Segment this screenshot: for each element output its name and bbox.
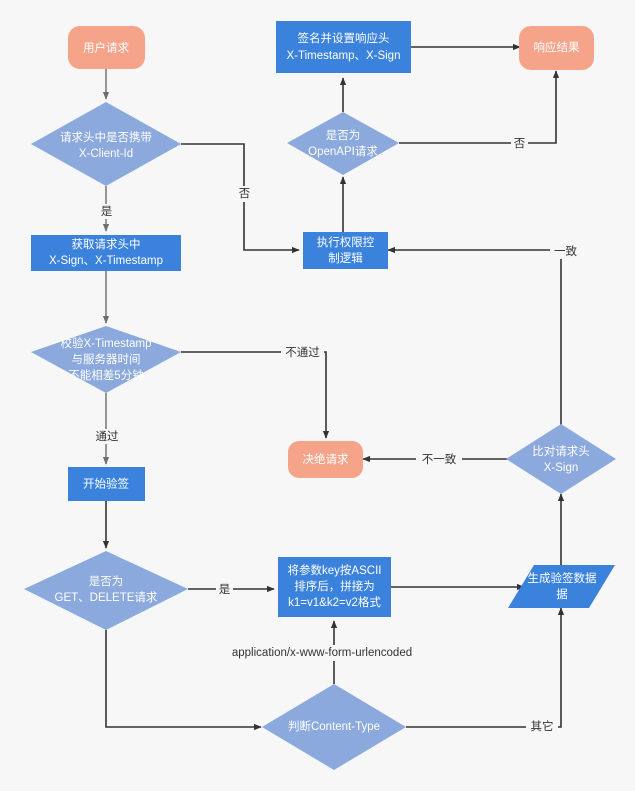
edge-label-timestamp-pass: 通过 — [92, 429, 122, 444]
node-start-verify[interactable]: 开始验签 — [68, 467, 145, 501]
node-sign-response[interactable]: 签名并设置响应头 X-Timestamp、X-Sign — [276, 21, 411, 73]
node-compare-sign-line1: 比对请求头 — [532, 444, 590, 458]
edge-openapi-check-no — [399, 70, 560, 144]
node-verify-timestamp[interactable]: 校验X-Timestamp 与服务器时间 不能相差5分钟 — [31, 326, 181, 393]
node-get-headers-line1: 获取请求头中 — [72, 238, 141, 251]
node-verify-timestamp-line3: 不能相差5分钟 — [68, 368, 143, 382]
node-generate-sign-data[interactable]: 生成验签数据 据 — [508, 565, 615, 608]
edge-label-timestamp-pass-text: 通过 — [96, 430, 119, 443]
node-user-request[interactable]: 用户请求 — [68, 26, 145, 69]
node-method-check-line1: 是否为 — [89, 575, 124, 588]
node-reject-request[interactable]: 决绝请求 — [288, 441, 363, 478]
edge-label-content-type-other: 其它 — [526, 719, 558, 734]
node-user-request-label: 用户请求 — [83, 41, 129, 55]
edge-label-method-yes: 是 — [216, 582, 233, 597]
edge-content-type-other — [406, 607, 565, 728]
edge-label-openapi-no: 否 — [511, 136, 528, 152]
node-permission-logic-line2: 制逻辑 — [328, 251, 363, 265]
edge-compare-match — [387, 246, 562, 425]
edge-label-compare-mismatch: 不一致 — [416, 452, 462, 467]
node-reject-request-label: 决绝请求 — [303, 452, 349, 466]
node-get-headers[interactable]: 获取请求头中 X-Sign、X-Timestamp — [31, 235, 181, 271]
node-compare-sign[interactable]: 比对请求头 X-Sign — [506, 424, 616, 494]
node-sign-response-shape — [276, 21, 411, 73]
edge-label-content-type-other-text: 其它 — [531, 719, 554, 733]
node-generate-sign-data-line1: 生成验签数据 — [528, 571, 597, 585]
node-method-check-line2: GET、DELETE请求 — [55, 591, 158, 604]
node-response-result[interactable]: 响应结果 — [519, 26, 594, 70]
edge-method-check-no-to-content-type — [105, 630, 262, 731]
edge-label-content-type-urlencoded-text: application/x-www-form-urlencoded — [232, 647, 412, 659]
node-method-check-shape — [24, 551, 188, 630]
node-permission-logic[interactable]: 执行权限控 制逻辑 — [303, 232, 388, 269]
node-verify-timestamp-line2: 与服务器时间 — [72, 352, 141, 366]
node-openapi-check-line1: 是否为 — [326, 129, 361, 142]
node-has-client-id-line1: 请求头中是否携带 — [60, 130, 152, 144]
edge-verify-timestamp-fail — [181, 351, 330, 439]
edge-label-openapi-no-text: 否 — [514, 138, 526, 150]
node-start-verify-shape — [68, 467, 145, 501]
node-response-result-shape — [519, 26, 594, 70]
node-openapi-check-shape — [287, 112, 399, 175]
node-content-type-check[interactable]: 判断Content-Type — [262, 684, 406, 770]
node-sorted-params-line1: 将参数key按ASCII — [288, 563, 382, 577]
node-sorted-params[interactable]: 将参数key按ASCII 排序后，拼接为 k1=v1&k2=v2格式 — [278, 557, 391, 617]
node-verify-timestamp-line1: 校验X-Timestamp — [61, 336, 152, 350]
node-sign-response-line1: 签名并设置响应头 — [298, 31, 390, 45]
node-generate-sign-data-line2: 据 — [556, 587, 568, 601]
edge-label-compare-match: 一致 — [550, 244, 581, 259]
node-sorted-params-line2: 排序后，拼接为 — [294, 579, 375, 593]
node-reject-request-shape — [288, 441, 363, 478]
node-content-type-check-label: 判断Content-Type — [288, 719, 380, 733]
node-sorted-params-line3: k1=v1&k2=v2格式 — [288, 595, 381, 609]
node-start-verify-label: 开始验签 — [83, 477, 129, 491]
node-openapi-check[interactable]: 是否为 OpenAPI请求 — [287, 112, 399, 175]
node-openapi-check-line2: OpenAPI请求 — [308, 145, 378, 158]
node-sign-response-line2: X-Timestamp、X-Sign — [287, 50, 401, 62]
node-permission-logic-line1: 执行权限控 — [317, 235, 375, 249]
edge-labels-layer: 是 否 通过 不通过 是 application/x-www-form-urle… — [92, 136, 581, 734]
edge-label-yes-client-id: 是 — [98, 204, 115, 219]
edge-label-yes-client-id-text: 是 — [101, 205, 113, 218]
edge-label-compare-mismatch-text: 不一致 — [422, 452, 457, 466]
edge-label-method-yes-text: 是 — [219, 583, 231, 596]
node-get-headers-shape — [31, 235, 181, 271]
node-get-headers-line2: X-Sign、X-Timestamp — [49, 255, 163, 267]
node-verify-timestamp-shape — [31, 326, 181, 393]
node-response-result-label: 响应结果 — [534, 40, 580, 54]
node-compare-sign-shape — [506, 424, 616, 494]
edge-label-content-type-urlencoded: application/x-www-form-urlencoded — [208, 645, 436, 661]
node-has-client-id[interactable]: 请求头中是否携带 X-Client-Id — [31, 102, 181, 186]
node-user-request-shape — [68, 26, 145, 69]
node-permission-logic-shape — [303, 232, 388, 269]
node-content-type-check-shape — [262, 684, 406, 770]
node-method-check[interactable]: 是否为 GET、DELETE请求 — [24, 551, 188, 630]
edge-label-compare-match-text: 一致 — [554, 244, 577, 258]
node-compare-sign-line2: X-Sign — [544, 462, 579, 474]
node-has-client-id-line2: X-Client-Id — [79, 148, 133, 160]
edge-label-timestamp-fail-text: 不通过 — [285, 346, 320, 359]
node-has-client-id-shape — [31, 102, 181, 186]
edge-label-no-client-id: 否 — [236, 186, 253, 202]
edge-label-timestamp-fail: 不通过 — [281, 345, 324, 360]
node-sorted-params-shape — [278, 557, 391, 617]
node-generate-sign-data-shape — [508, 565, 615, 608]
edge-label-no-client-id-text: 否 — [239, 188, 251, 200]
